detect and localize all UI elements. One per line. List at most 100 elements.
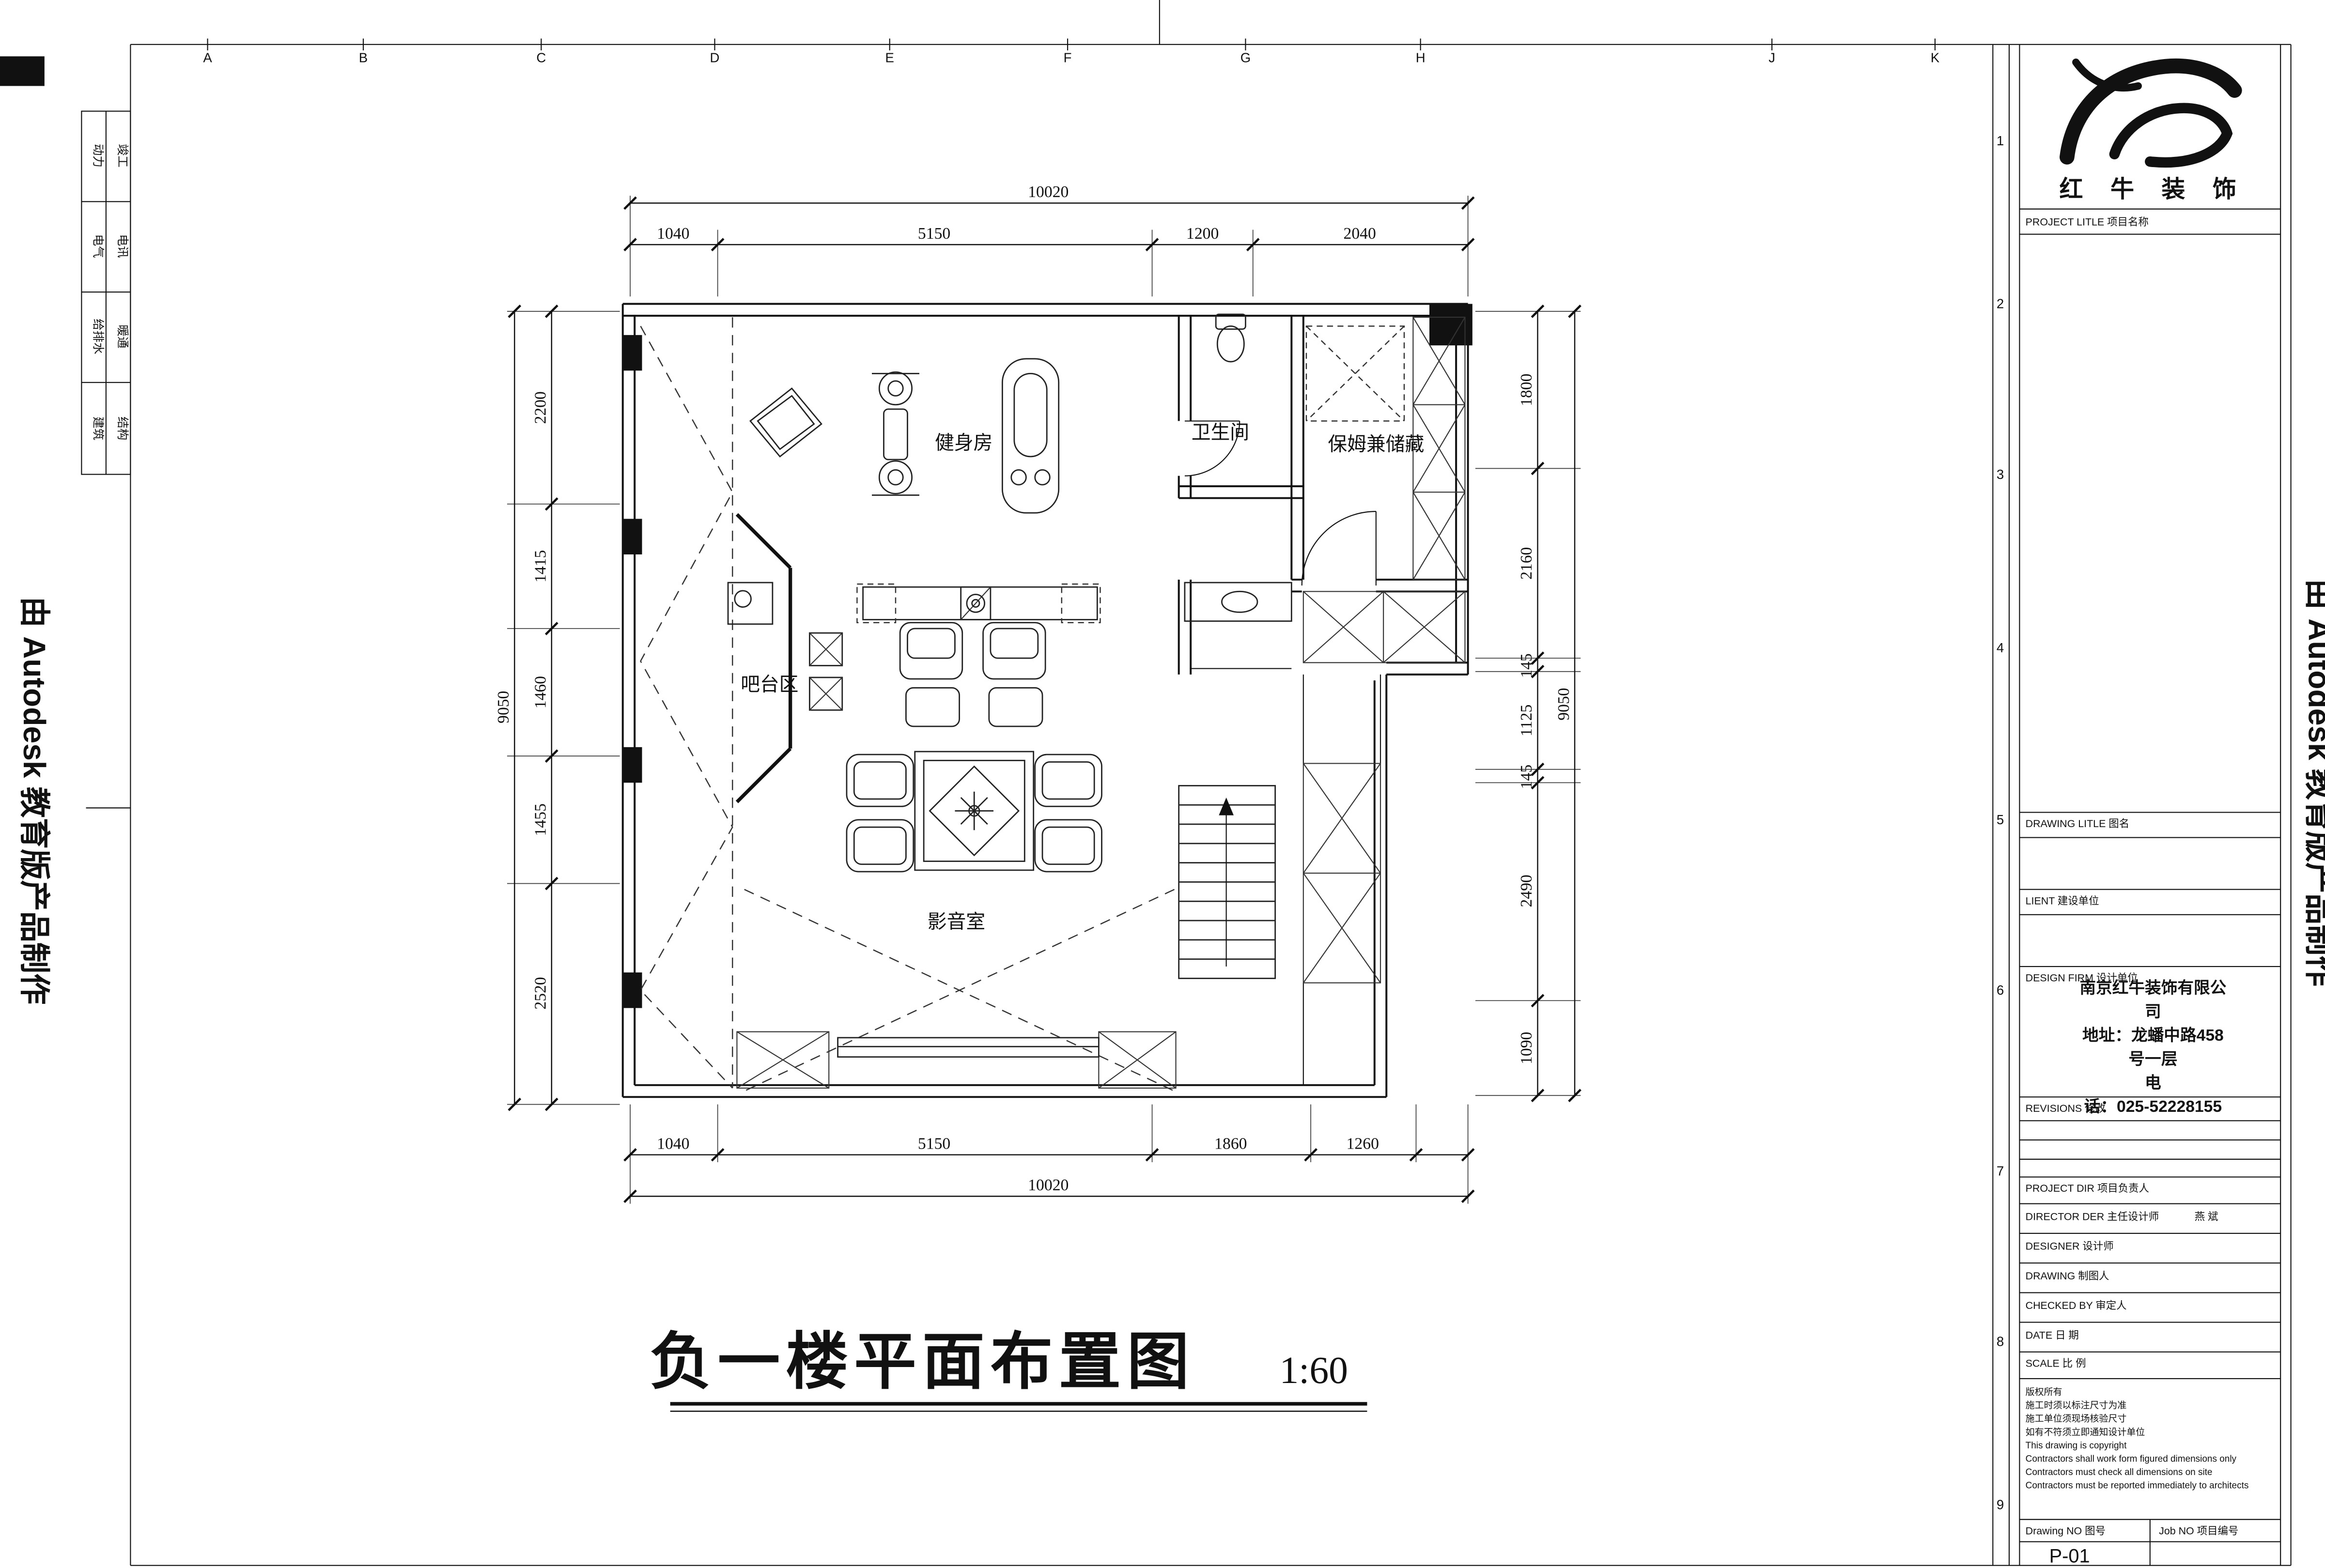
dim-label: 1455	[532, 803, 550, 836]
grid-number: 6	[1997, 983, 2004, 998]
dim-label: 2520	[532, 977, 550, 1009]
autodesk-watermarks: 由 Autodesk 教育版产品制作 由 Autodesk 教育版产品制作	[17, 579, 2325, 1004]
plan-scale: 1:60	[1280, 1349, 1348, 1392]
room-labels: 健身房 卫生间 保姆兼储藏 吧台区 影音室	[741, 422, 1424, 932]
floor-plan-dashed-lines	[639, 317, 1175, 1092]
rednovo-bull-logo	[2060, 58, 2242, 168]
grid-letter: A	[203, 50, 212, 65]
dim-label: 1090	[1518, 1032, 1535, 1064]
grid-column-letters: A B C D E F G H J K	[203, 38, 1940, 65]
grid-row-numbers: 1 2 3 4 5 6 7 8 9	[1997, 133, 2004, 1512]
grid-number: 3	[1997, 467, 2004, 482]
dim-label: 145	[1518, 765, 1535, 789]
dim-label: 1800	[1518, 373, 1535, 406]
date-label: DATE 日 期	[2026, 1329, 2079, 1341]
design-firm-label: DESIGN FIRM 设计单位	[2026, 972, 2138, 984]
copyright-line: Contractors must check all dimensions on…	[2026, 1467, 2213, 1477]
room-label-media: 影音室	[928, 911, 985, 932]
discipline-label: 建筑	[91, 416, 105, 440]
dim-label: 1125	[1518, 705, 1535, 737]
client-label: LIENT 建设单位	[2026, 895, 2099, 907]
dimensions-right: 1800 2160 145 1125 145 2490 1090 9050	[1475, 304, 1581, 1103]
grid-letter: E	[885, 50, 894, 65]
dim-label: 10020	[1028, 1176, 1069, 1194]
dim-label: 10020	[1028, 183, 1069, 201]
dimensions-top: 10020 1040 5150 1200 2040	[623, 183, 1475, 297]
copyright-line: Contractors must be reported immediately…	[2026, 1480, 2249, 1491]
dim-label: 1040	[657, 1135, 689, 1153]
copyright-line: 版权所有	[2026, 1387, 2062, 1398]
room-label-nanny-storage: 保姆兼储藏	[1328, 434, 1424, 455]
checked-by-label: CHECKED BY 审定人	[2026, 1300, 2127, 1311]
room-label-bar: 吧台区	[741, 674, 798, 695]
dim-label: 9050	[495, 691, 512, 723]
copyright-line: 如有不符须立即通知设计单位	[2026, 1427, 2145, 1437]
revisions-label: REVISIONS 修改	[2026, 1103, 2106, 1114]
discipline-label: 动力	[91, 144, 105, 168]
grid-number: 5	[1997, 812, 2004, 827]
copyright-line: This drawing is copyright	[2026, 1441, 2127, 1451]
grid-letter: J	[1768, 50, 1775, 65]
discipline-table: 动力 竣工 电气 电讯 给排水 暖通 建筑 结构	[81, 110, 131, 475]
autodesk-watermark-right: 由 Autodesk 教育版产品制作	[2302, 579, 2325, 987]
dimensions-left: 2200 1415 1460 1455 2520 9050	[495, 304, 620, 1111]
discipline-label: 给排水	[91, 319, 105, 354]
dim-label: 9050	[1555, 688, 1573, 720]
dim-label: 1200	[1186, 225, 1219, 243]
discipline-label: 暖通	[116, 324, 129, 348]
dim-label: 5150	[918, 1135, 950, 1153]
dimensions-bottom: 1040 5150 1860 1260 10020	[623, 1104, 1475, 1204]
scale-label: SCALE 比 例	[2026, 1357, 2086, 1369]
grid-number: 9	[1997, 1497, 2004, 1512]
director-label: DIRECTOR DER 主任设计师	[2026, 1211, 2159, 1222]
grid-letter: B	[359, 50, 368, 65]
copyright-line: 施工单位须现场核验尺寸	[2026, 1414, 2127, 1424]
dim-label: 5150	[918, 225, 950, 243]
company-line: 南京红牛装饰有限公	[2079, 979, 2226, 997]
project-title-label: PROJECT LITLE 项目名称	[2026, 216, 2149, 228]
dim-label: 1460	[532, 676, 550, 708]
grid-letter: F	[1064, 50, 1072, 65]
grid-number: 2	[1997, 296, 2004, 311]
room-label-bathroom: 卫生间	[1192, 422, 1249, 443]
discipline-label: 竣工	[116, 144, 129, 168]
title-block: 红 牛 装 饰 PROJECT LITLE 项目名称 DRAWING LITLE…	[2019, 58, 2281, 1567]
discipline-label: 电讯	[116, 234, 129, 258]
brand-name: 红 牛 装 饰	[2060, 176, 2247, 202]
floor-plan-hatch	[736, 317, 1466, 1089]
dim-label: 1260	[1347, 1135, 1379, 1153]
grid-number: 1	[1997, 133, 2004, 148]
dim-label: 2040	[1343, 225, 1376, 243]
grid-letter: H	[1416, 50, 1426, 65]
company-line: 号一层	[2128, 1050, 2177, 1068]
drawing-no-label: Drawing NO 图号	[2026, 1525, 2106, 1537]
dim-label: 145	[1518, 653, 1535, 677]
grid-letter: K	[1931, 50, 1940, 65]
grid-number: 8	[1997, 1334, 2004, 1349]
grid-letter: C	[536, 50, 546, 65]
dim-label: 2490	[1518, 875, 1535, 907]
dim-label: 1860	[1214, 1135, 1247, 1153]
company-line: 电	[2145, 1074, 2161, 1092]
copyright-line: Contractors shall work form figured dime…	[2026, 1454, 2237, 1464]
job-no-label: Job NO 项目编号	[2159, 1525, 2238, 1537]
draftsman-label: DRAWING 制图人	[2026, 1270, 2109, 1282]
plan-title: 负一楼平面布置图	[650, 1327, 1195, 1397]
company-line: 地址：龙蟠中路458	[2082, 1026, 2224, 1045]
floor-plan-furniture	[727, 313, 1405, 1058]
autodesk-watermark-left: 由 Autodesk 教育版产品制作	[17, 597, 52, 1005]
floor-plan-doors	[1184, 420, 1377, 586]
director-name: 燕 斌	[2195, 1211, 2218, 1222]
dim-label: 2200	[532, 391, 550, 424]
floor-plan-walls	[621, 303, 1472, 1098]
grid-letter: D	[710, 50, 720, 65]
designer-label: DESIGNER 设计师	[2026, 1241, 2114, 1252]
plan-title-block: 负一楼平面布置图 1:60	[650, 1327, 1367, 1412]
dim-label: 2160	[1518, 547, 1535, 580]
company-line: 司	[2145, 1003, 2161, 1021]
stairs	[1178, 785, 1276, 979]
dim-label: 1415	[532, 550, 550, 583]
